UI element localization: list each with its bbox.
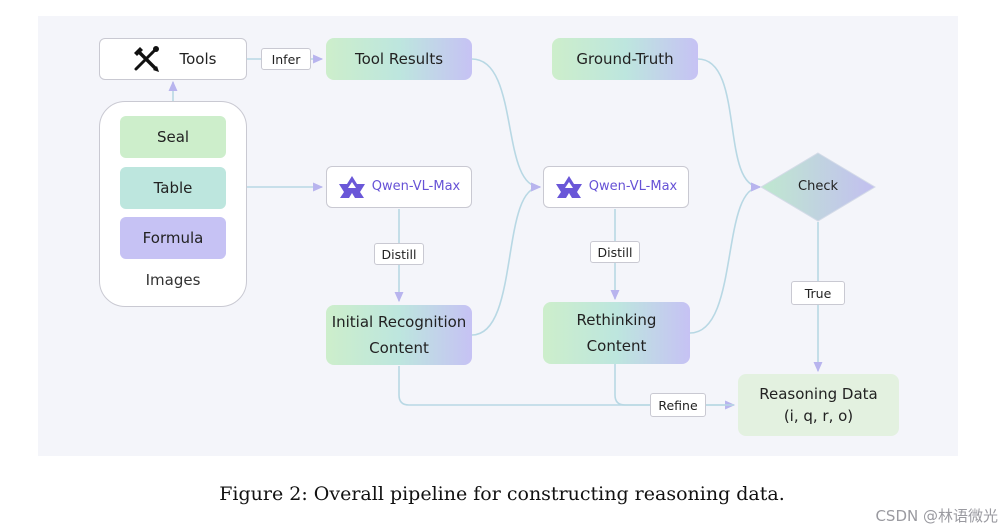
tools-node: Tools xyxy=(99,38,247,80)
qwen-node-1: Qwen-VL-Max xyxy=(326,166,472,208)
qwen-label-1: Qwen-VL-Max xyxy=(371,179,461,194)
check-label: Check xyxy=(798,179,838,194)
rethinking-node: Rethinking Content xyxy=(543,302,690,364)
images-label: Images xyxy=(145,271,201,289)
edge-toolresults-qwen2 xyxy=(471,58,542,192)
reasoning-data-line-1: Reasoning Data xyxy=(759,385,878,403)
qwen-label-2: Qwen-VL-Max xyxy=(588,179,678,194)
rethinking-line-2: Content xyxy=(586,337,647,355)
initial-recognition-line-1: Initial Recognition xyxy=(331,313,467,331)
figure-caption: Figure 2: Overall pipeline for construct… xyxy=(219,483,785,505)
initial-recognition-node: Initial Recognition Content xyxy=(326,305,472,365)
tool-results-node: Tool Results xyxy=(326,38,472,80)
edge-groundtruth-check xyxy=(697,58,762,192)
reasoning-data-node: Reasoning Data (i, q, r, o) xyxy=(738,374,899,436)
ground-truth-node: Ground-Truth xyxy=(552,38,698,80)
wrench-screwdriver-icon xyxy=(133,46,159,72)
qwen-logo-icon xyxy=(338,176,365,198)
formula-node: Formula xyxy=(120,217,226,259)
qwen-logo-icon xyxy=(555,176,582,198)
rethinking-line-1: Rethinking xyxy=(576,311,657,329)
refine-tag: Refine xyxy=(650,393,706,417)
distill-tag-1: Distill xyxy=(374,243,424,265)
infer-tag: Infer xyxy=(261,48,311,70)
table-node: Table xyxy=(120,167,226,209)
initial-recognition-line-2: Content xyxy=(369,339,429,357)
seal-node: Seal xyxy=(120,116,226,158)
check-diamond xyxy=(760,152,876,222)
watermark: CSDN @林语微光 xyxy=(875,507,998,525)
tools-label: Tools xyxy=(179,50,217,68)
qwen-node-2: Qwen-VL-Max xyxy=(543,166,689,208)
edge-rethinking-check xyxy=(689,182,762,334)
reasoning-data-line-2: (i, q, r, o) xyxy=(783,407,854,425)
distill-tag-2: Distill xyxy=(590,241,640,263)
edge-initial-qwen2 xyxy=(471,182,542,336)
true-tag: True xyxy=(791,281,845,305)
edge-rethinking-refine xyxy=(614,364,734,406)
edge-initial-refine xyxy=(398,366,736,410)
